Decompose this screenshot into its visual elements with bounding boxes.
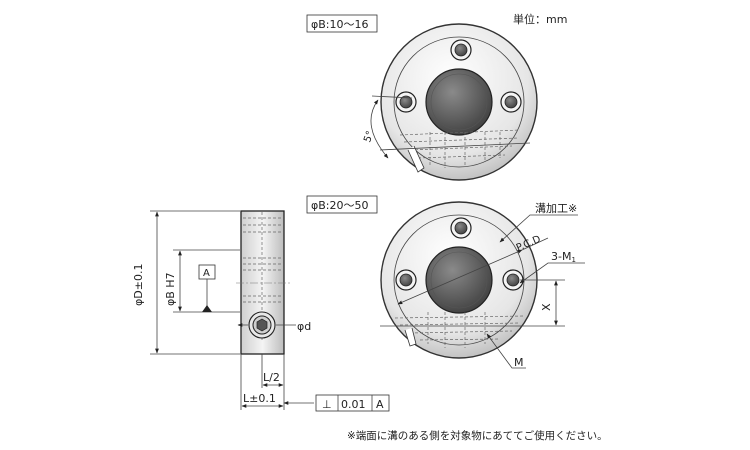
mount-hole-left-bore <box>399 95 413 109</box>
perpendicularity-symbol: ⊥ <box>322 398 332 411</box>
tolerance-datum: A <box>376 398 384 411</box>
mount-hole-right-bore <box>504 95 518 109</box>
large-range-front-view: φB:20〜50 P.C.D 溝加工※ 3-M1 X M <box>306 195 585 369</box>
small-range-label: φB:10〜16 <box>311 18 369 31</box>
mount-hole-top-bore <box>454 43 468 57</box>
screw-label: φd <box>297 320 311 333</box>
bore-inner-top <box>430 73 488 131</box>
mount-hole-top-b-bore <box>454 221 468 235</box>
datum-triangle <box>202 305 212 312</box>
length-label: L±0.1 <box>243 392 276 405</box>
footnote: ※端面に溝のある側を対象物にあててご使用ください。 <box>347 429 608 442</box>
angle-ref-line <box>371 95 413 99</box>
side-view: φD±0.1 φB H7 A φd L/2 L±0.1 ⊥ 0.01 A <box>132 210 390 412</box>
bore-top <box>425 68 493 136</box>
angle-arc <box>370 99 389 159</box>
x-label: X <box>540 303 553 311</box>
bore-label: φB H7 <box>164 272 177 306</box>
bore-bottom <box>425 246 493 314</box>
hex-socket-icon <box>256 318 268 332</box>
slot-bottom <box>404 327 417 347</box>
mount-hole-right-b-bore <box>506 273 520 287</box>
pcd-leader <box>521 237 549 251</box>
m-label: M <box>514 356 524 369</box>
tap-subscript: 1 <box>571 256 575 264</box>
datum-label: A <box>203 268 210 279</box>
angle-label: 5° <box>362 130 376 144</box>
m-leader <box>486 333 526 369</box>
tap-label: 3-M1 <box>551 250 576 264</box>
groove-hidden-lines-top <box>399 129 521 168</box>
half-length-label: L/2 <box>263 371 280 384</box>
collar-face-ring-top <box>393 36 525 168</box>
groove-plane-line-top <box>379 142 531 151</box>
large-range-label: φB:20〜50 <box>311 199 369 212</box>
tolerance-value: 0.01 <box>341 398 366 411</box>
groove-leader <box>499 214 578 243</box>
tap-leader <box>519 262 585 284</box>
tolerance-frame <box>315 394 390 412</box>
large-range-label-box <box>306 195 378 214</box>
tolerance-frame-dividers <box>337 395 373 411</box>
small-range-front-view: φB:10〜16 5° <box>306 14 538 181</box>
unit-label: 単位：mm <box>513 12 567 26</box>
groove-hidden-lines-bottom <box>394 312 526 348</box>
od-label: φD±0.1 <box>132 264 145 306</box>
small-range-label-box <box>306 14 378 33</box>
slot-top <box>407 145 425 173</box>
groove-label: 溝加工※ <box>535 202 577 215</box>
pcd-line <box>397 249 523 305</box>
mount-hole-left-b-bore <box>399 273 413 287</box>
